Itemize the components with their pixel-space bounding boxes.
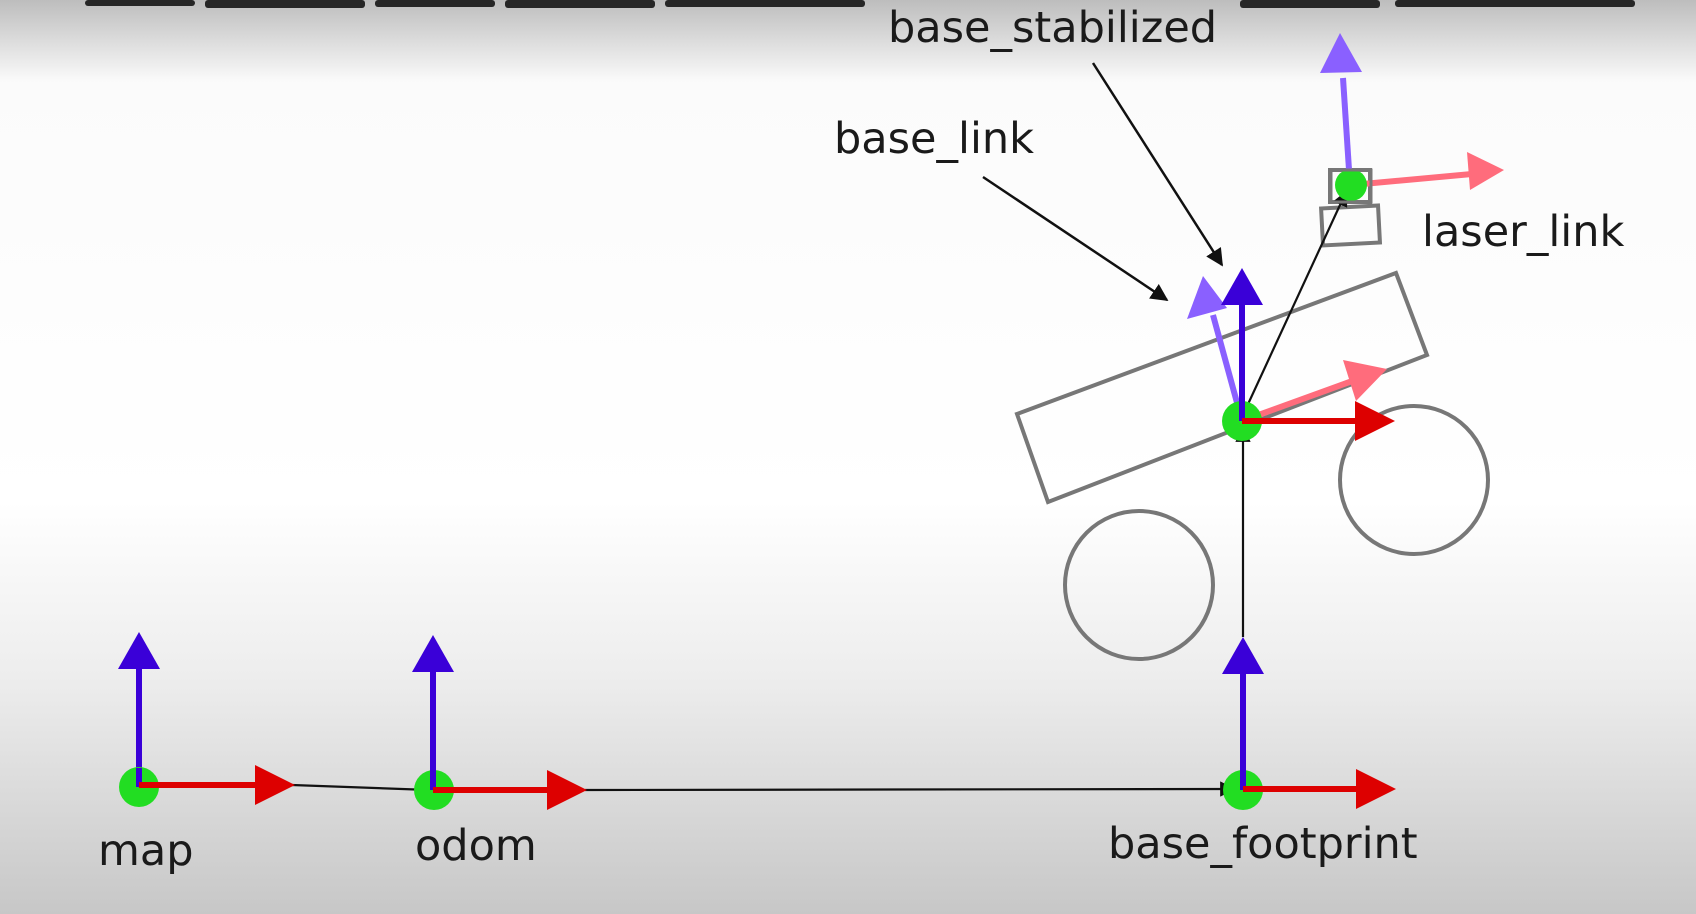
base-stabilized-z-arrow-head [1221, 268, 1263, 305]
laser-mount [1318, 203, 1383, 248]
laser-link-x-arrow-head [1467, 152, 1504, 190]
base-footprint-x-arrow-head [1356, 769, 1396, 809]
label-map: map [98, 826, 194, 876]
base-link-z-arrow-head [1187, 276, 1227, 319]
label-base-stabilized: base_stabilized [888, 3, 1217, 53]
robot-chassis [1014, 270, 1430, 505]
frame-labels: map odom base_footprint base_link base_s… [98, 3, 1624, 876]
front-wheel [1338, 404, 1490, 556]
tf-links [291, 190, 1348, 798]
base-link-pointer [982, 175, 1169, 302]
map-x-arrow-head [255, 765, 295, 805]
rear-wheel [1063, 509, 1215, 661]
frame-odom [412, 635, 587, 810]
frame-laser-link [1320, 33, 1504, 204]
frame-base-footprint [1222, 637, 1396, 810]
map-z-arrow-head [118, 632, 160, 669]
laser-link-z-arrow-head [1320, 33, 1362, 73]
base-link-x-arrow-head [1343, 360, 1387, 401]
laser-link-origin [1335, 169, 1367, 201]
base-stabilized-x-arrow-head [1355, 401, 1395, 441]
link-map-odom [291, 781, 432, 798]
base-footprint-z-arrow-head [1222, 637, 1264, 674]
label-odom: odom [415, 821, 537, 871]
label-laser-link: laser_link [1422, 207, 1624, 257]
label-base-footprint: base_footprint [1108, 819, 1418, 869]
odom-x-arrow-head [547, 770, 587, 810]
frame-base-stabilized [1221, 268, 1395, 441]
label-pointers [982, 62, 1224, 302]
base-stabilized-pointer [1091, 62, 1224, 267]
frame-map [118, 632, 295, 807]
cropped-title-fragment [85, 0, 1635, 8]
odom-z-arrow-head [412, 635, 454, 672]
label-base-link: base_link [834, 114, 1034, 164]
robot-outline [1014, 168, 1490, 661]
link-odom-base-footprint [584, 781, 1236, 797]
link-base-link-laser-link [1242, 190, 1348, 416]
